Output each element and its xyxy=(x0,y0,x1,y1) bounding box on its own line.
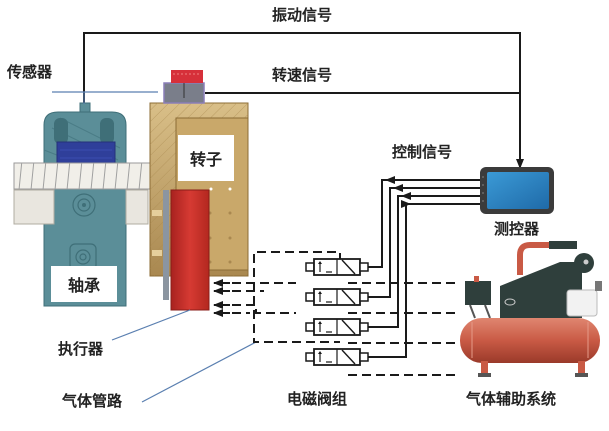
controller-device xyxy=(480,167,554,214)
label-sensor: 传感器 xyxy=(7,63,53,81)
gas-arrows xyxy=(213,279,230,317)
vibration-signal-line xyxy=(83,32,521,150)
label-actuator: 执行器 xyxy=(58,340,104,358)
label-vibration-signal: 振动信号 xyxy=(272,6,333,24)
solenoid-valve xyxy=(305,348,369,366)
label-speed-signal: 转速信号 xyxy=(272,66,333,84)
label-gas-pipe: 气体管路 xyxy=(62,392,123,410)
label-gas-system: 气体辅助系统 xyxy=(466,390,557,408)
control-signal-lines xyxy=(368,176,480,358)
label-valve-group: 电磁阀组 xyxy=(287,390,348,408)
air-compressor xyxy=(460,241,602,377)
control-signal-line xyxy=(368,179,480,268)
label-rotor: 转子 xyxy=(178,135,234,181)
solenoid-valve xyxy=(305,258,369,276)
solenoid-valve xyxy=(305,288,369,306)
control-signal-line xyxy=(368,203,480,358)
gas-pipe-leader-line xyxy=(141,341,257,403)
control-signal-line xyxy=(368,195,480,328)
sensor-leader-lines xyxy=(52,91,158,104)
shaft xyxy=(13,162,175,225)
actuator-leader-line xyxy=(111,309,191,341)
control-signal-line xyxy=(368,187,480,298)
actuator xyxy=(170,189,210,311)
solenoid-valve-group xyxy=(305,258,369,366)
label-control-signal: 控制信号 xyxy=(392,143,453,161)
label-bearing: 轴承 xyxy=(51,266,117,302)
speed-sensor xyxy=(163,70,205,104)
label-controller: 测控器 xyxy=(494,220,540,238)
solenoid-valve xyxy=(305,318,369,336)
